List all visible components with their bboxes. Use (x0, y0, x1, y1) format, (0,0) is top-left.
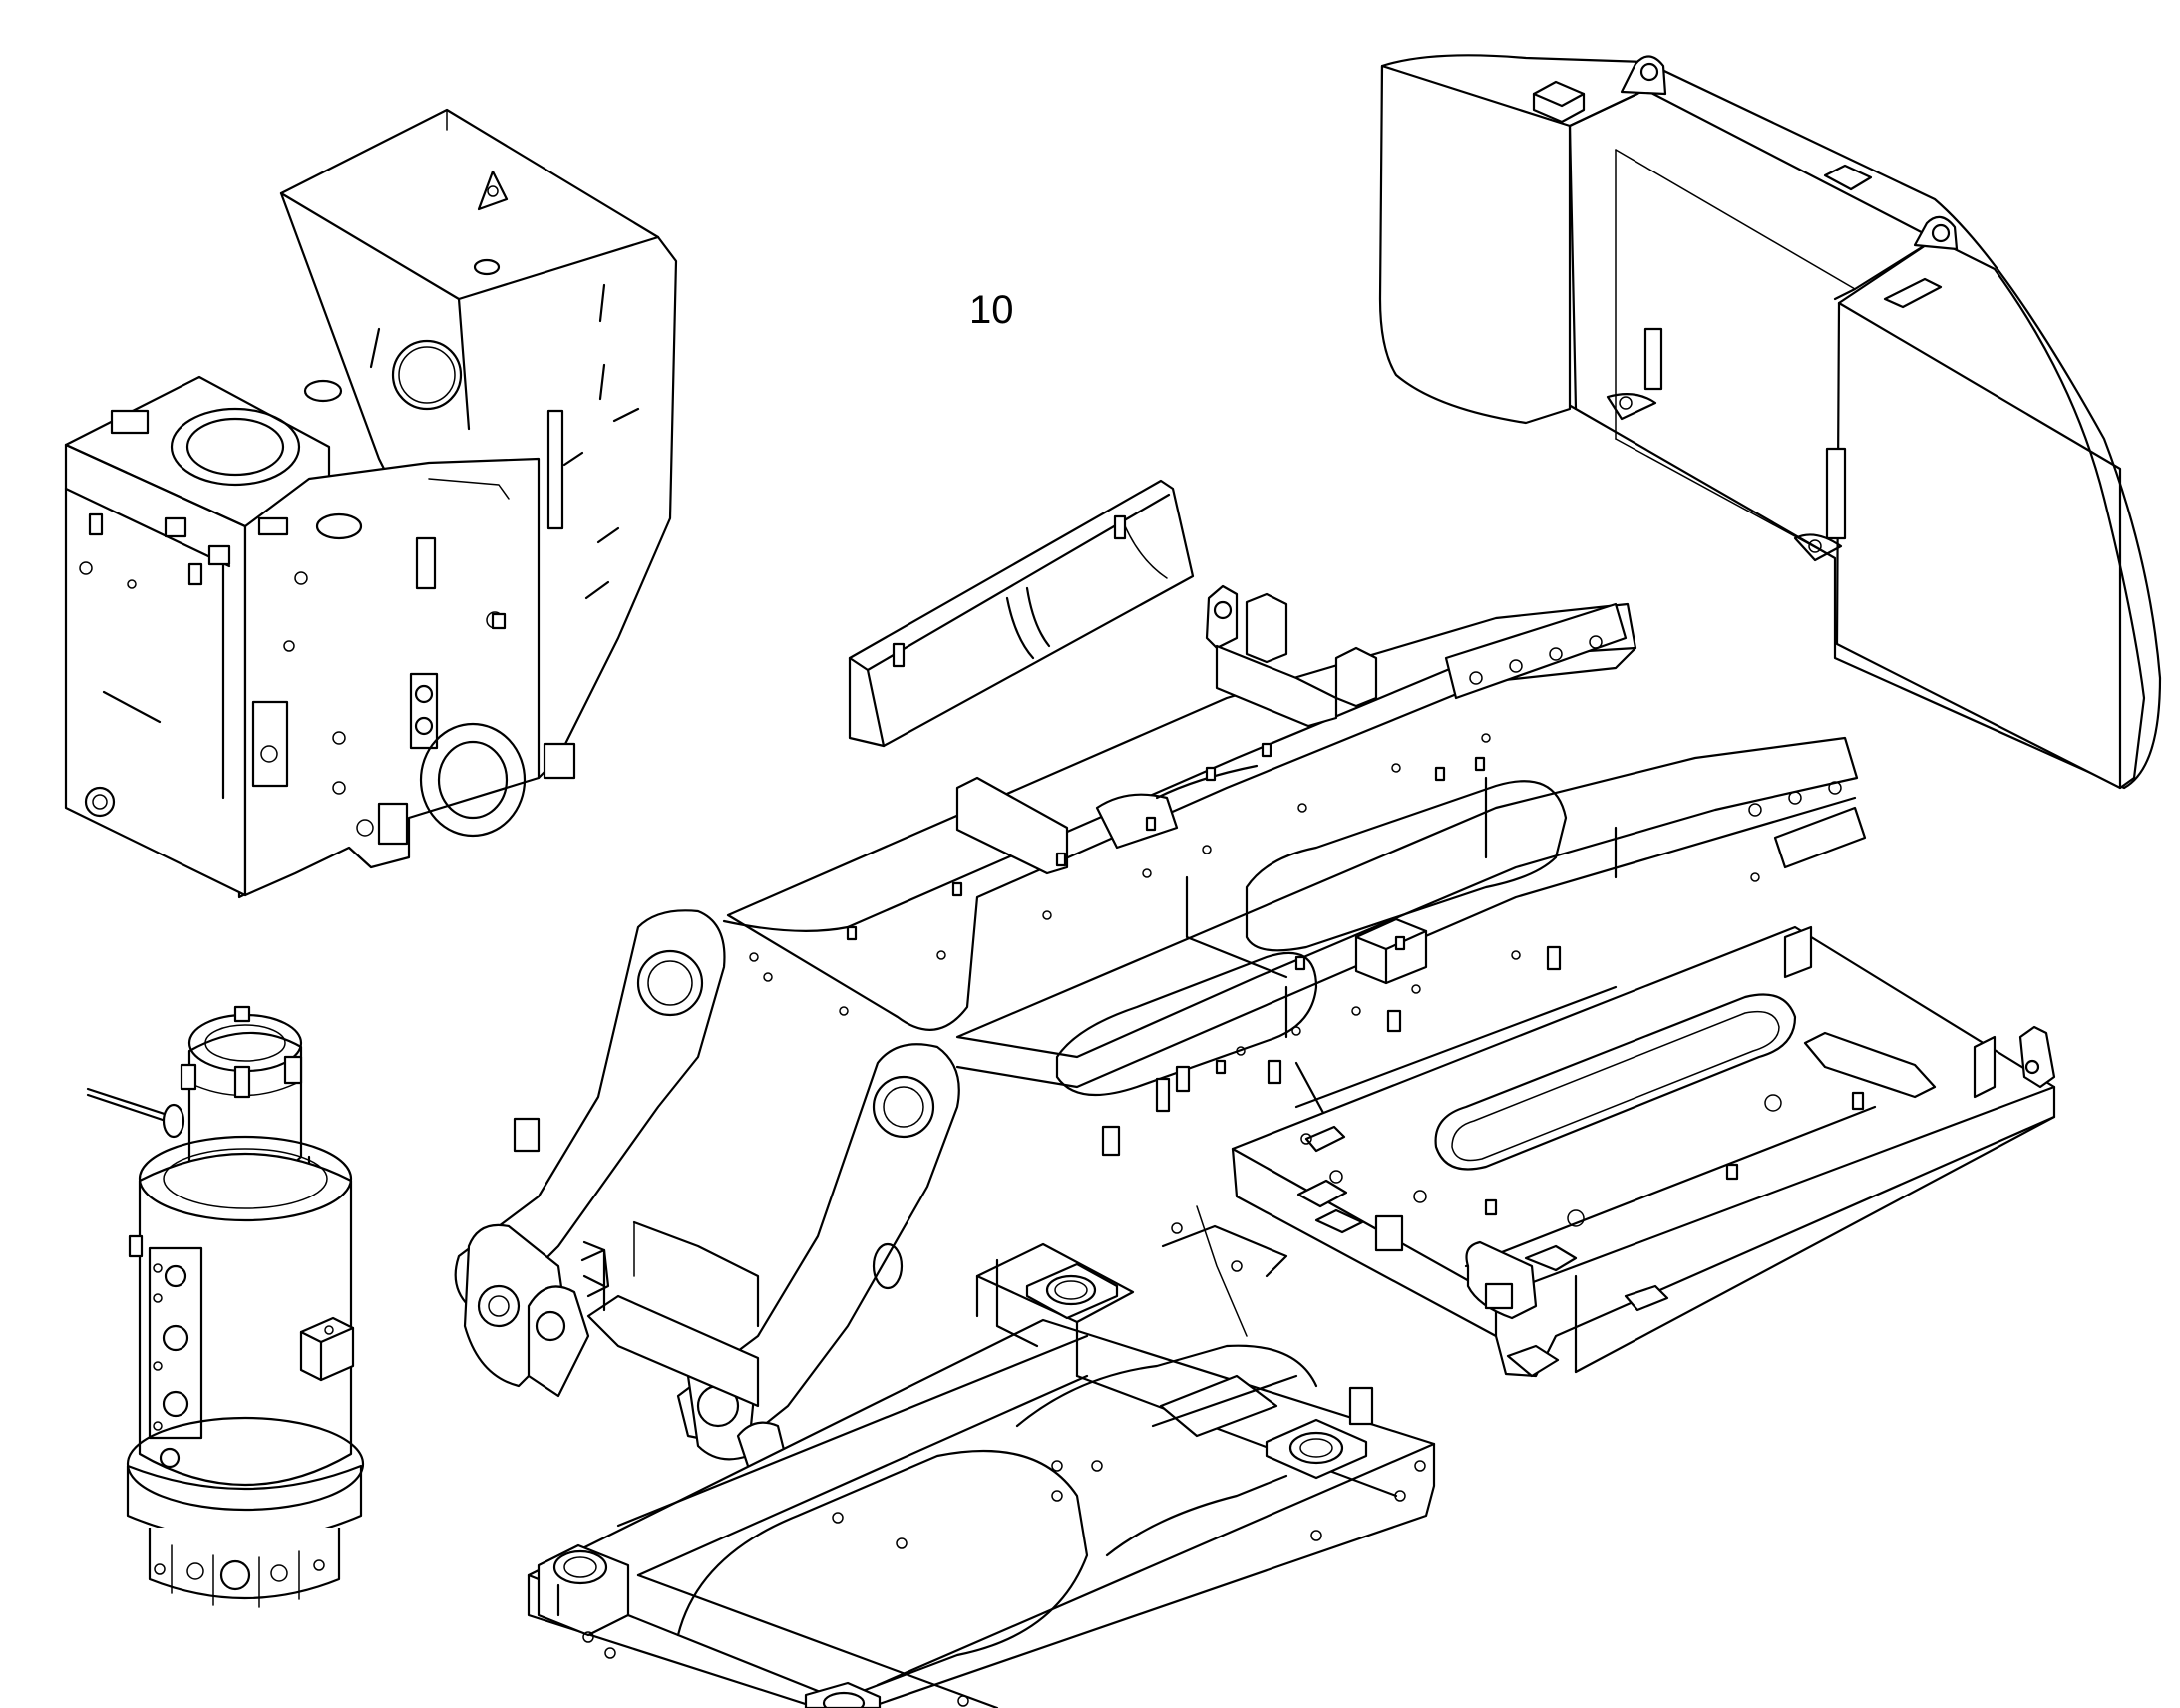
guard-panel (848, 479, 1195, 748)
upper-frame (454, 584, 1867, 1498)
part-number-label: 10 (969, 288, 1014, 332)
hydraulic-tank-assembly (64, 108, 678, 899)
frame-fasteners (846, 742, 1486, 1075)
swing-motor-assembly (86, 1005, 365, 1608)
right-side-deck (1231, 925, 2056, 1378)
lower-sub-frame (527, 1205, 1436, 1708)
counterweight (1378, 54, 2162, 790)
